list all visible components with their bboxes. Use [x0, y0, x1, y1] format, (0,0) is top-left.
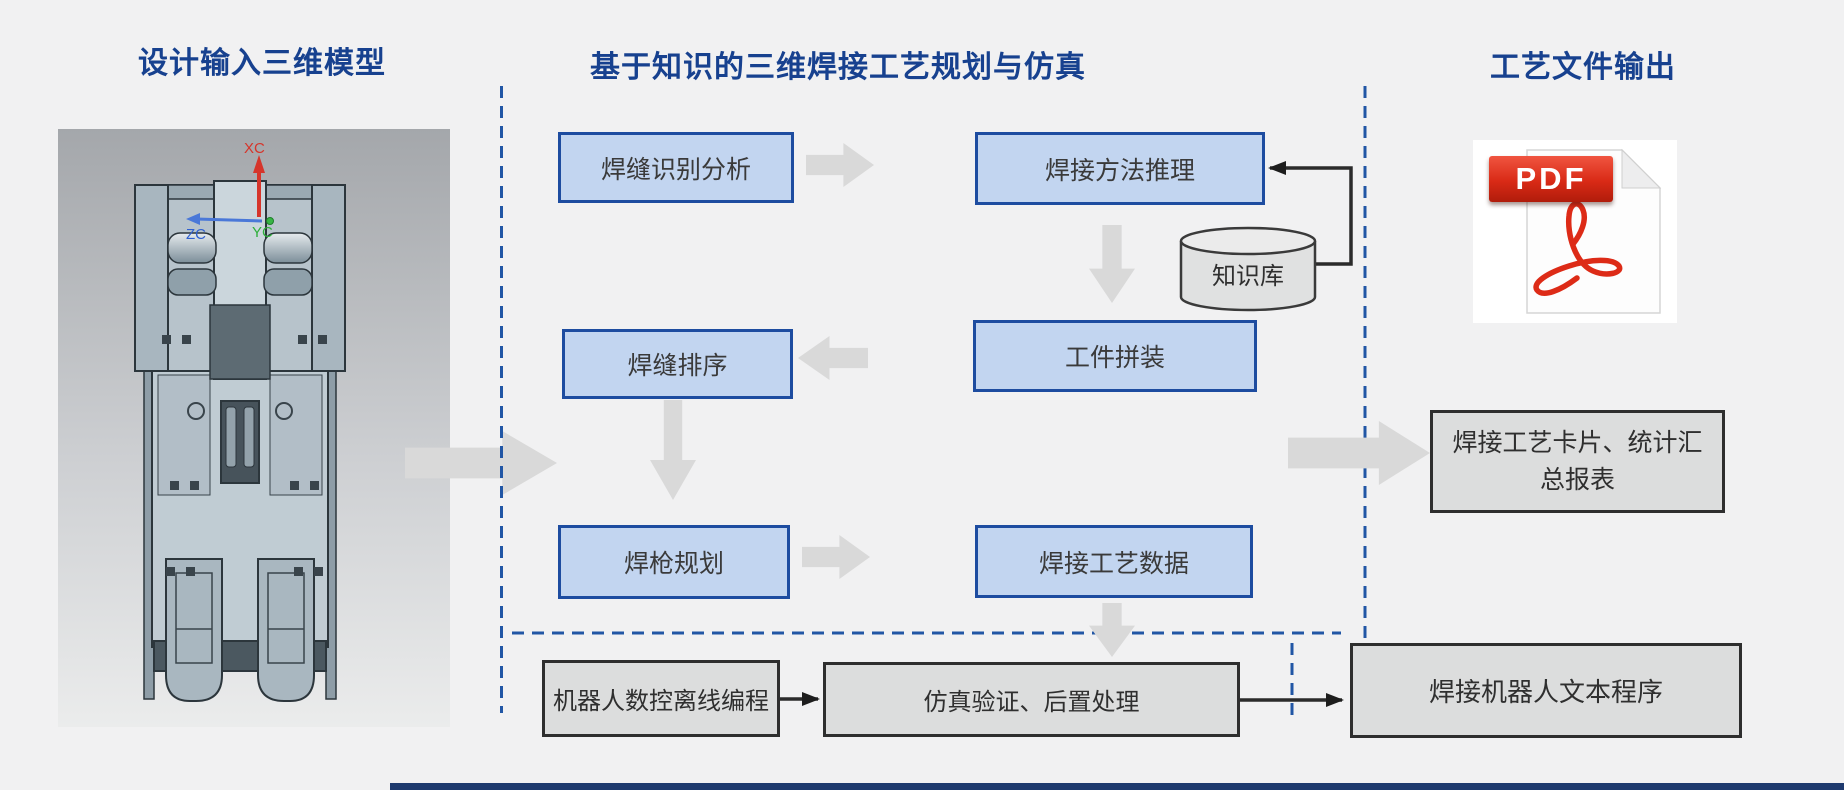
flow-arrow-reasoning-to-assembly — [1089, 225, 1135, 303]
process-box-seam-sequencing: 焊缝排序 — [562, 329, 793, 399]
pdf-file-icon: PDF — [1473, 140, 1677, 323]
axis-x-label: XC — [244, 140, 265, 157]
knowledge-base-cylinder — [1179, 226, 1317, 312]
offline-box-simulation-postprocess: 仿真验证、后置处理 — [823, 662, 1240, 737]
process-box-torch-planning: 焊枪规划 — [558, 525, 790, 599]
flow-arrow-data-to-simulation — [1089, 603, 1135, 657]
process-box-process-data: 焊接工艺数据 — [975, 525, 1253, 598]
output-box-process-cards: 焊接工艺卡片、统计汇总报表 — [1430, 410, 1725, 513]
flow-arrow-assembly-to-sequencing — [798, 336, 868, 380]
section-title-design-input: 设计输入三维模型 — [138, 47, 386, 80]
pdf-banner-label: PDF — [1489, 156, 1613, 202]
process-box-seam-recognition: 焊缝识别分析 — [558, 132, 794, 203]
process-box-method-reasoning: 焊接方法推理 — [975, 132, 1265, 205]
knowledge-base-label: 知识库 — [1212, 263, 1284, 290]
flow-arrow-planning-to-output — [1288, 421, 1430, 485]
axis-z-label: ZC — [186, 226, 206, 243]
axis-y-label: YC — [252, 224, 273, 241]
process-box-workpiece-assembly: 工件拼装 — [973, 320, 1257, 392]
offline-box-nc-programming: 机器人数控离线编程 — [542, 660, 780, 737]
output-box-robot-program: 焊接机器人文本程序 — [1350, 643, 1742, 738]
flow-arrow-torch-to-data — [802, 535, 870, 579]
cad-model-drawing: XC ZC YC — [58, 129, 450, 727]
flow-arrow-sequencing-to-torch — [650, 400, 696, 500]
cad-model-viewport: XC ZC YC — [58, 129, 450, 727]
coordinate-triad: XC ZC YC — [186, 140, 274, 243]
section-title-planning: 基于知识的三维焊接工艺规划与仿真 — [590, 51, 1086, 84]
acrobat-swirl-icon — [1533, 201, 1623, 296]
section-title-output: 工艺文件输出 — [1490, 51, 1676, 84]
flow-arrow-recognition-to-reasoning — [806, 143, 874, 187]
bottom-accent-bar — [390, 783, 1844, 790]
